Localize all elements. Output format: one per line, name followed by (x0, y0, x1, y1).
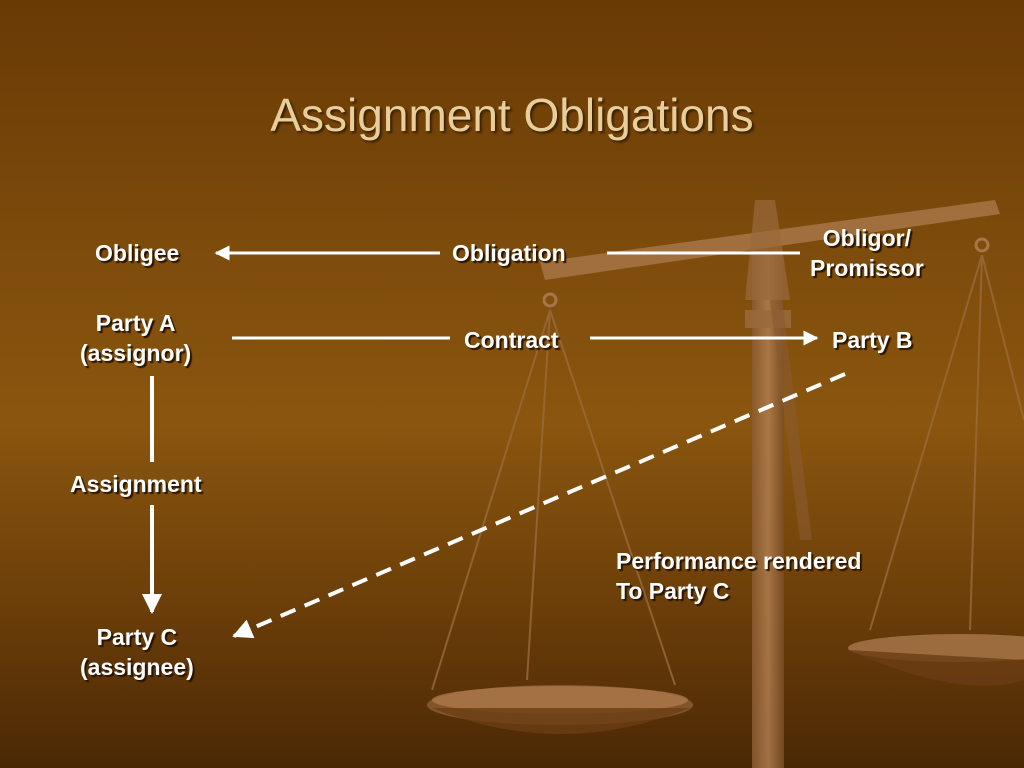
obligation-label: Obligation (452, 240, 566, 266)
party-c-label: Party C (assignee) (80, 624, 194, 680)
assignment-label: Assignment (70, 471, 202, 497)
contract-label: Contract (464, 327, 559, 353)
page-title: Assignment Obligations (270, 89, 754, 141)
obligee-label: Obligee (95, 240, 180, 266)
party-b-label: Party B (832, 327, 913, 353)
party-a-label: Party A (assignor) (80, 310, 192, 366)
performance-dashed-arrow (232, 372, 846, 639)
obligor-label: Obligor/ Promissor (810, 225, 924, 281)
performance-label: Performance rendered To Party C (616, 548, 862, 604)
